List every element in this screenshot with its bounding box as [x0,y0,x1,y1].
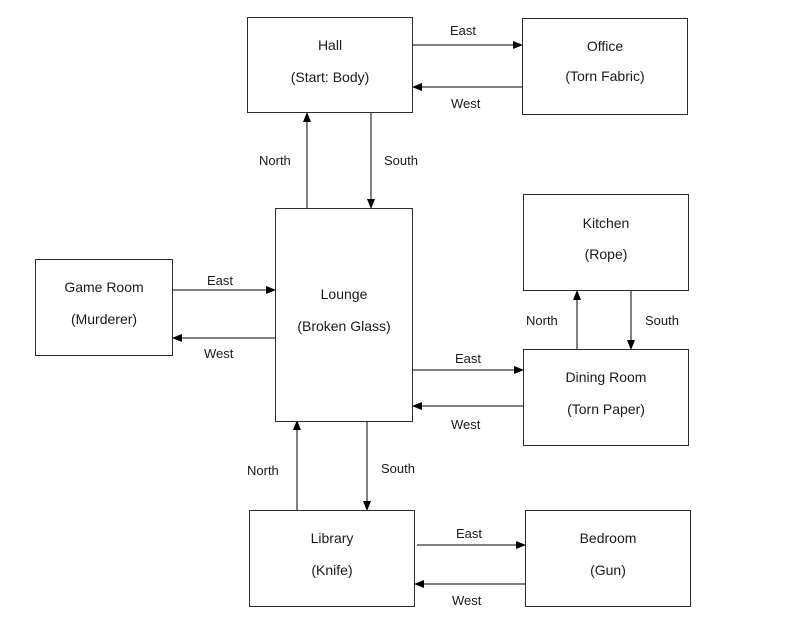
edge-label-lounge-game: West [204,346,234,361]
room-office-item: (Torn Fabric) [565,68,645,84]
room-dining-room-item: (Torn Paper) [567,401,645,417]
room-bedroom-item: (Gun) [590,562,626,578]
room-game-room-item: (Murderer) [70,311,138,327]
room-library-item: (Knife) [311,562,353,578]
edge-label-lounge-dining: East [455,351,482,366]
edge-label-dining-lounge: West [451,417,481,432]
room-hall: Hall (Start: Body) [247,17,413,113]
edge-label-kitchen-dining: South [645,313,679,328]
room-kitchen: Kitchen (Rope) [523,194,689,291]
room-lounge: Lounge (Broken Glass) [275,208,413,422]
room-office-name: Office [586,38,624,54]
room-bedroom: Bedroom (Gun) [525,510,691,607]
edge-label-library-bedroom: East [456,526,483,541]
edge-label-office-hall: West [451,96,481,111]
room-library-name: Library [310,530,354,546]
room-bedroom-name: Bedroom [579,530,637,546]
room-hall-item: (Start: Body) [290,69,370,85]
room-dining-room-name: Dining Room [565,369,647,385]
room-lounge-name: Lounge [320,286,368,302]
room-kitchen-item: (Rope) [584,246,628,262]
room-dining-room: Dining Room (Torn Paper) [523,349,689,446]
edge-label-hall-office: East [450,23,477,38]
edge-label-game-lounge: East [207,273,234,288]
edge-label-library-lounge: North [247,463,279,478]
edge-label-lounge-hall: North [259,153,291,168]
room-game-room: Game Room (Murderer) [35,259,173,356]
room-lounge-item: (Broken Glass) [297,318,391,334]
room-hall-name: Hall [317,37,343,53]
room-game-room-name: Game Room [64,279,144,295]
edge-label-dining-kitchen: North [526,313,558,328]
edge-label-bedroom-library: West [452,593,482,608]
room-library: Library (Knife) [249,510,415,607]
edge-label-lounge-library: South [381,461,415,476]
room-office: Office (Torn Fabric) [522,18,688,115]
edge-label-hall-lounge: South [384,153,418,168]
room-kitchen-name: Kitchen [582,215,630,231]
